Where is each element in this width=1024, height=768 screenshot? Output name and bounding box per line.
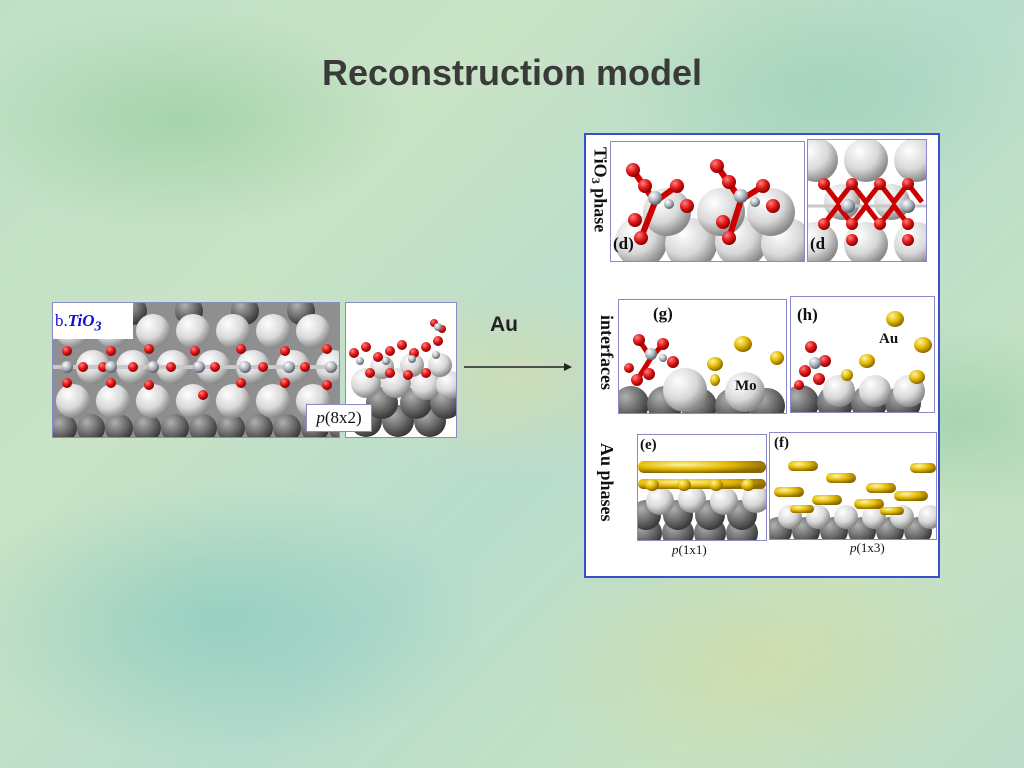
p8x2-caption: p(8x2) [306, 404, 372, 432]
slide-title: Reconstruction model [321, 52, 703, 93]
panel-label-d-left: (d) [613, 234, 634, 253]
row-label-au-phases: Au phases [597, 443, 617, 522]
panel-label-f: (f) [774, 435, 789, 451]
panel-au-phase-f: (f) [769, 432, 937, 540]
panel-interface-h: (h) Au [790, 296, 935, 413]
tio3-label-formula: TiO [67, 311, 95, 330]
panel-label-h: (h) [797, 305, 818, 324]
caption-p1x1: p(1x1) [672, 542, 707, 557]
arrow-icon [464, 363, 572, 371]
tio3-top-view-image [53, 303, 339, 437]
au-label: Au [879, 331, 899, 347]
row-label-tio3-phase: TiO3 phase [589, 147, 611, 233]
p8x2-italic: p [316, 408, 325, 427]
tio3-label-prefix: b. [55, 311, 68, 330]
tio3-top-view-panel: b.TiO3 [52, 302, 340, 438]
tio3-label: b.TiO3 [55, 311, 102, 335]
au-arrow-label: Au [490, 313, 518, 336]
panel-label-d-right: (d [810, 234, 826, 253]
row-label-interfaces: interfaces [597, 315, 617, 390]
panel-tio3-top-b: (d [807, 139, 927, 262]
panel-interface-g: (g) Mo [618, 299, 787, 414]
p8x2-rest: (8x2) [324, 408, 362, 427]
panel-label-g: (g) [653, 304, 673, 323]
phases-figure: TiO3 phase interfaces Au phases (d) [584, 133, 940, 578]
panel-au-phase-e: (e) [637, 434, 767, 541]
tio3-label-subscript: 3 [94, 318, 102, 335]
mo-label: Mo [735, 378, 757, 394]
caption-p1x3: p(1x3) [850, 540, 885, 555]
panel-label-e: (e) [640, 437, 657, 453]
panel-tio3-side-a: (d) [610, 141, 805, 262]
